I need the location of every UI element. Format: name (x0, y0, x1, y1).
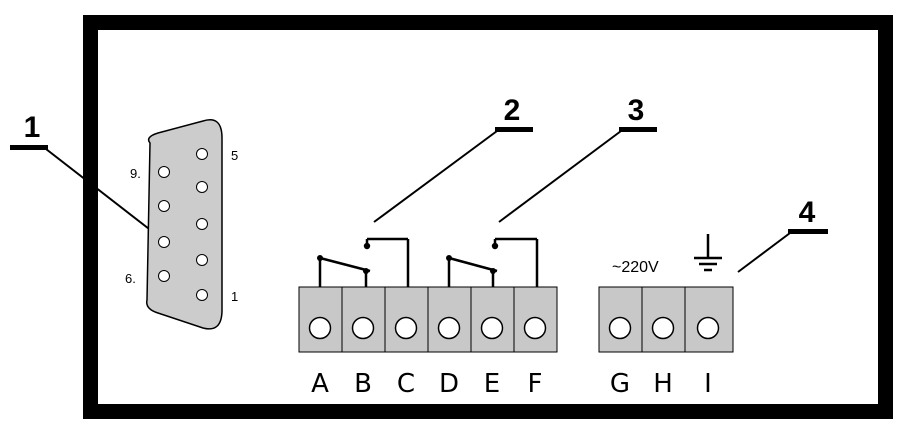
terminal-label-d: D (439, 369, 459, 399)
relay-1-no-contact (363, 242, 371, 250)
db9-pin (196, 218, 208, 230)
relay-2-contacts (447, 237, 539, 287)
callout-3-underline (619, 127, 657, 132)
db9-pin (158, 166, 170, 178)
terminal-h (641, 286, 686, 353)
callout-2-number: 2 (504, 94, 521, 127)
panel-inner-edge (96, 28, 880, 406)
terminal-screw (394, 316, 418, 340)
callout-1-leader (45, 148, 154, 233)
relay-1-nc-contact (363, 268, 369, 274)
terminal-labels: A B C D E F G H I (311, 369, 712, 399)
terminal-label-f: F (528, 369, 543, 399)
terminal-screw (651, 316, 675, 340)
relay-1-pivot (317, 255, 323, 261)
db9-connector: 9. 6. 5 1 (125, 119, 238, 330)
terminal-label-e: E (484, 369, 500, 399)
db9-pin (196, 148, 208, 160)
callout-3-leader (498, 130, 622, 223)
relay-2-pivot (446, 255, 452, 261)
terminal-label-b: B (354, 369, 372, 399)
terminal-screw (308, 316, 332, 340)
db9-pin (196, 254, 208, 266)
callout-3: 3 (498, 94, 657, 223)
callout-4-leader (737, 232, 791, 273)
callout-1-number: 1 (24, 111, 41, 144)
db9-pin5-label: 5 (231, 148, 238, 163)
relay-terminal-block (298, 286, 558, 353)
terminal-label-g: G (610, 369, 630, 399)
power-terminal-block (598, 286, 734, 353)
db9-pin9-label: 9. (130, 166, 141, 181)
callout-4-number: 4 (799, 196, 816, 229)
terminal-screw (523, 316, 547, 340)
terminal-label-h: H (653, 369, 673, 399)
callout-2-leader (373, 130, 498, 223)
supply-voltage-label: ~220V (612, 259, 659, 276)
callout-1: 1 (10, 111, 154, 233)
ground-icon (694, 234, 722, 272)
terminal-label-a: A (311, 369, 329, 399)
terminal-screw (437, 316, 461, 340)
db9-pin (158, 270, 170, 282)
db9-pin (158, 236, 170, 248)
terminal-screw (480, 316, 504, 340)
db9-pin (196, 289, 208, 301)
relay-2-nc-contact (490, 268, 496, 274)
db9-pin6-label: 6. (125, 271, 136, 286)
db9-shell (145, 119, 223, 330)
terminal-screw (351, 316, 375, 340)
db9-pin1-label: 1 (231, 289, 238, 304)
callout-4: 4 (737, 196, 828, 273)
terminal-screw (696, 316, 720, 340)
db9-pin (158, 200, 170, 212)
callout-2-underline (495, 127, 533, 132)
relay-2-no-contact (491, 242, 499, 250)
callout-3-number: 3 (628, 94, 645, 127)
callout-1-underline (10, 145, 48, 150)
terminal-screw (608, 316, 632, 340)
callout-4-underline (788, 229, 828, 234)
callout-2: 2 (373, 94, 533, 223)
terminal-label-c: C (397, 369, 415, 399)
db9-pin (196, 181, 208, 193)
terminal-label-i: I (704, 369, 712, 399)
